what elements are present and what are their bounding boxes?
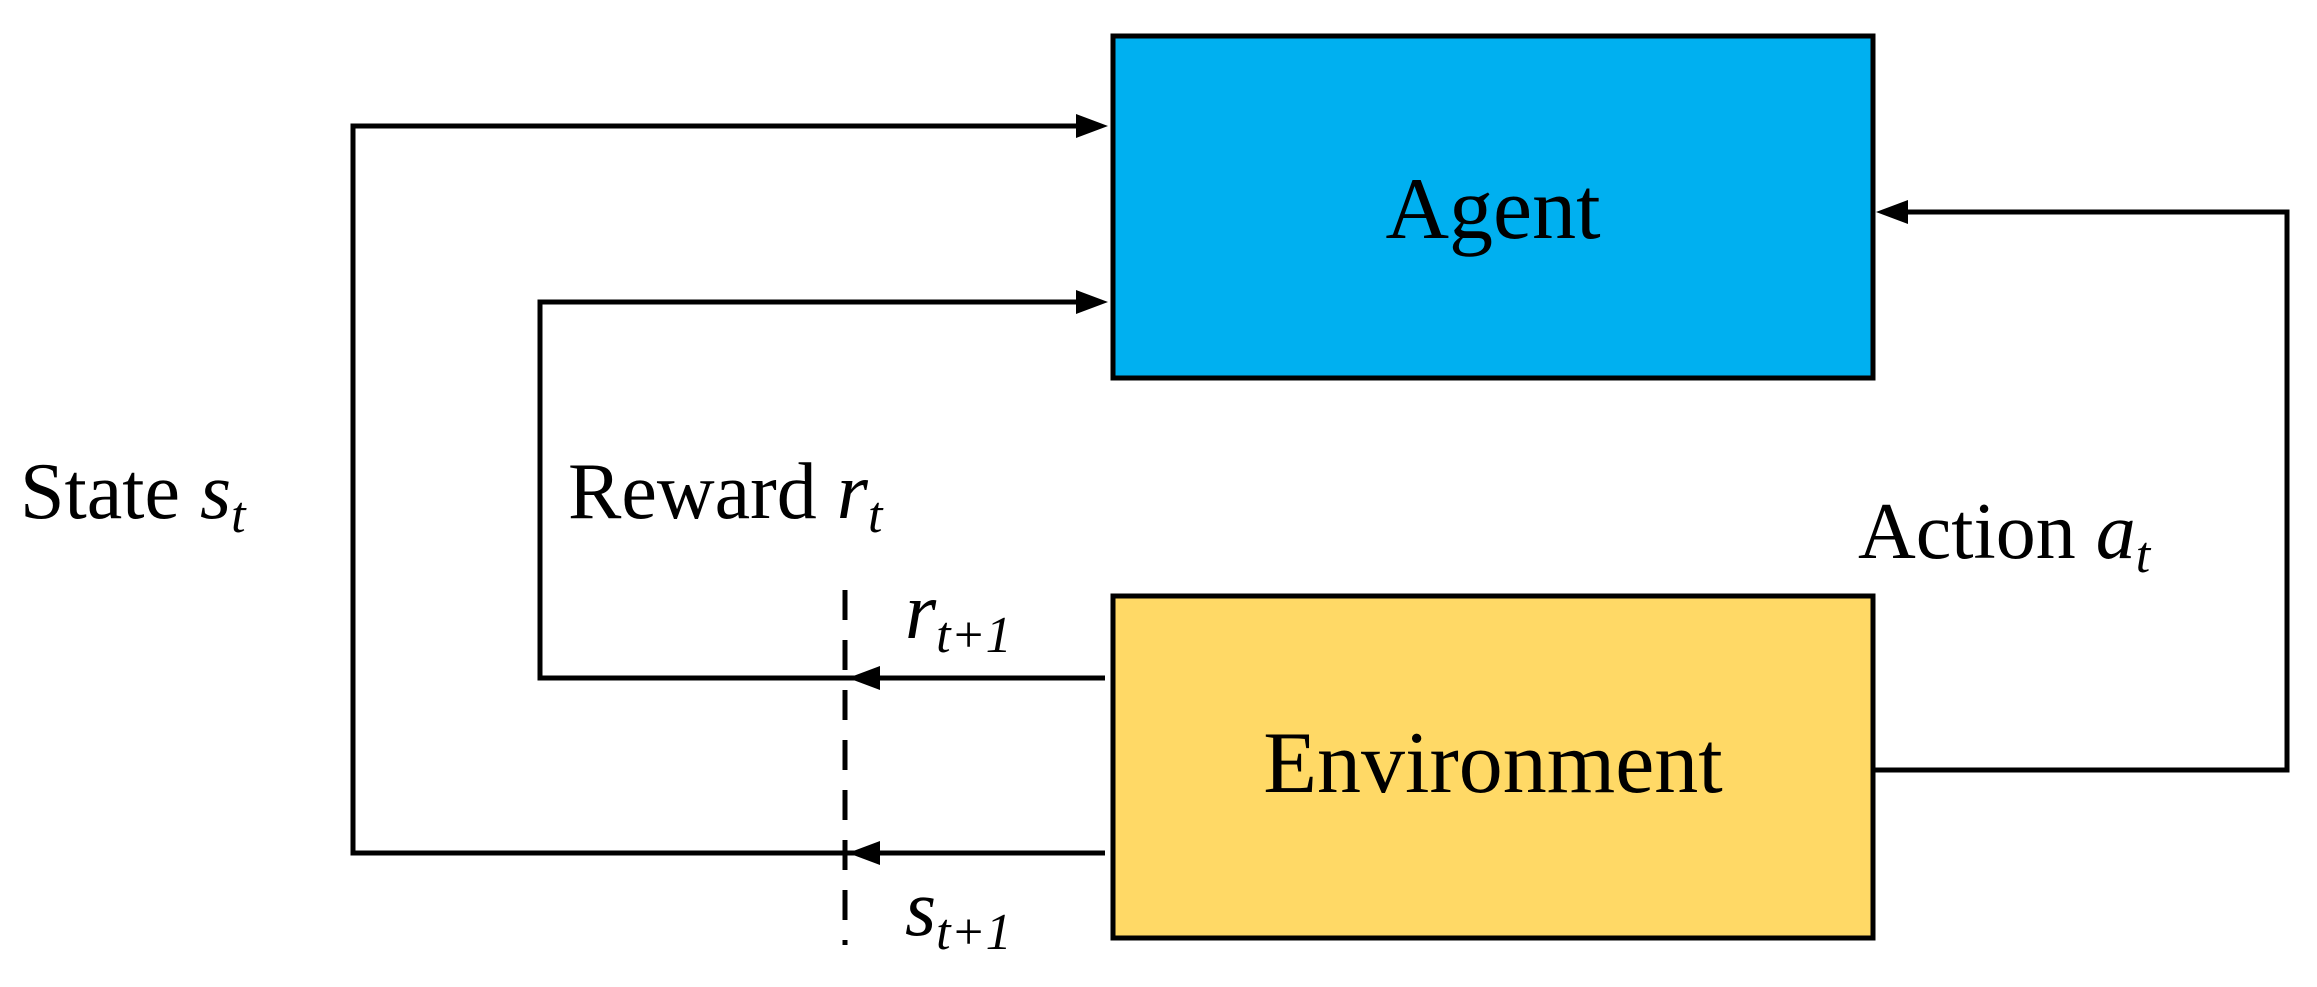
- next-state-arrowhead: [848, 841, 880, 865]
- reward-label-sub: t: [868, 487, 884, 544]
- state-line: [350, 123, 1105, 856]
- next-reward-arrowhead: [848, 666, 880, 690]
- action-label-sub: t: [2136, 527, 2152, 584]
- reward-label-var: r: [837, 448, 869, 536]
- next-reward-sub: t+1: [936, 607, 1012, 664]
- state-edge: [350, 114, 1108, 856]
- environment-label: Environment: [1263, 715, 1722, 812]
- environment-node: Environment: [1110, 593, 1876, 941]
- reward-label-text: Reward: [568, 448, 837, 536]
- action-label-var: a: [2096, 488, 2136, 576]
- agent-node: Agent: [1110, 33, 1876, 381]
- agent-box: [1110, 33, 1876, 381]
- next-reward-label: rt+1: [905, 568, 1012, 664]
- next-state-label: st+1: [905, 865, 1012, 961]
- reward-line: [537, 299, 1105, 681]
- next-state-sub: t+1: [936, 904, 1012, 961]
- action-edge: [1873, 200, 2290, 773]
- state-arrowhead: [1076, 114, 1108, 138]
- reward-edge: [537, 290, 1108, 681]
- next-reward-var: r: [905, 568, 937, 656]
- reward-label: Reward rt: [568, 448, 884, 544]
- next-state-var: s: [905, 865, 936, 953]
- reward-arrowhead: [1076, 290, 1108, 314]
- state-label-sub: t: [231, 487, 247, 544]
- state-label: State st: [20, 448, 247, 544]
- agent-label: Agent: [1385, 161, 1600, 258]
- action-arrowhead: [1876, 200, 1908, 224]
- state-label-var: s: [200, 448, 231, 536]
- environment-box: [1110, 593, 1876, 941]
- action-label-text: Action: [1858, 488, 2096, 576]
- action-label: Action at: [1858, 488, 2152, 584]
- action-line: [1873, 209, 2290, 773]
- state-label-text: State: [20, 448, 200, 536]
